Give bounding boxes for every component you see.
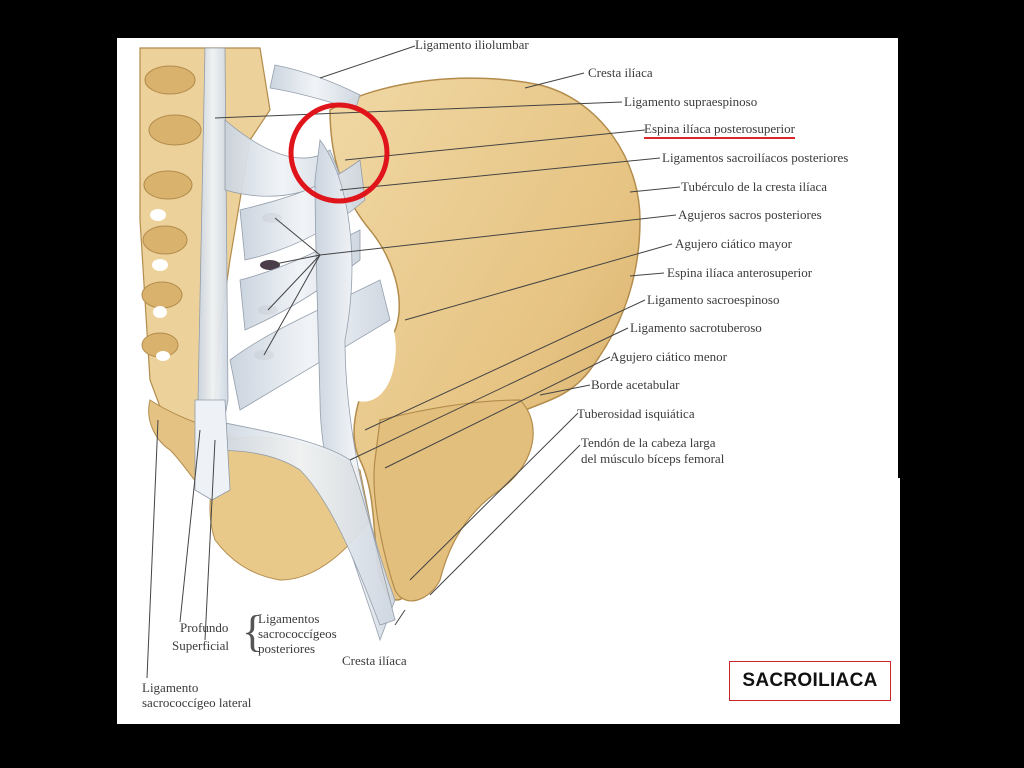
label-ligamento-supraespinoso: Ligamento supraespinoso <box>624 94 758 109</box>
label-superficial: Superficial <box>172 638 230 653</box>
label-espina-iliaca-anterosuperior: Espina ilíaca anterosuperior <box>667 265 813 280</box>
label-ligamento-sacrotuberoso: Ligamento sacrotuberoso <box>630 320 762 335</box>
sacral-holes <box>150 209 170 361</box>
label-ligamento-lateral-line2: sacrococcígeo lateral <box>142 695 252 710</box>
label-ligamentos-line3: posteriores <box>258 641 316 656</box>
label-ligamento-iliolumbar: Ligamento iliolumbar <box>415 37 529 52</box>
highlight-circle <box>288 102 390 204</box>
label-tendon-line1: Tendón de la cabeza larga <box>581 435 716 450</box>
black-notch <box>898 38 902 478</box>
label-ligamentos-line1: Ligamentos <box>258 611 320 626</box>
label-tendon-line2: del músculo bíceps femoral <box>581 451 725 466</box>
title-tag: SACROILIACA <box>729 661 891 701</box>
vertebra-shapes <box>141 65 202 358</box>
label-tuberculo-cresta-iliaca: Tubérculo de la cresta ilíaca <box>681 179 828 194</box>
label-borde-acetabular: Borde acetabular <box>591 377 680 392</box>
label-cresta-iliaca-top: Cresta ilíaca <box>588 65 653 80</box>
label-agujero-ciatico-menor: Agujero ciático menor <box>610 349 727 364</box>
brace-icon: { <box>242 607 264 656</box>
label-ligamento-lateral-line1: Ligamento <box>142 680 199 695</box>
ischium <box>373 399 534 602</box>
label-agujeros-sacros-posteriores: Agujeros sacros posteriores <box>678 207 822 222</box>
label-ligamentos-line2: sacrococcígeos <box>258 626 337 641</box>
label-profundo: Profundo <box>180 620 229 635</box>
leader-lines <box>146 45 681 679</box>
label-ligamentos-sacroiliacos-posteriores: Ligamentos sacroilíacos posteriores <box>662 150 849 165</box>
label-agujero-ciatico-mayor: Agujero ciático mayor <box>675 236 792 251</box>
ligaments <box>197 47 396 642</box>
label-ligamento-sacroespinoso: Ligamento sacroespinoso <box>647 292 780 307</box>
label-tuberosidad-isquiatica: Tuberosidad isquiática <box>577 406 695 421</box>
label-cresta-iliaca-bottom: Cresta ilíaca <box>342 653 407 668</box>
label-espina-iliaca-posterosuperior: Espina ilíaca posterosuperior <box>644 121 795 139</box>
